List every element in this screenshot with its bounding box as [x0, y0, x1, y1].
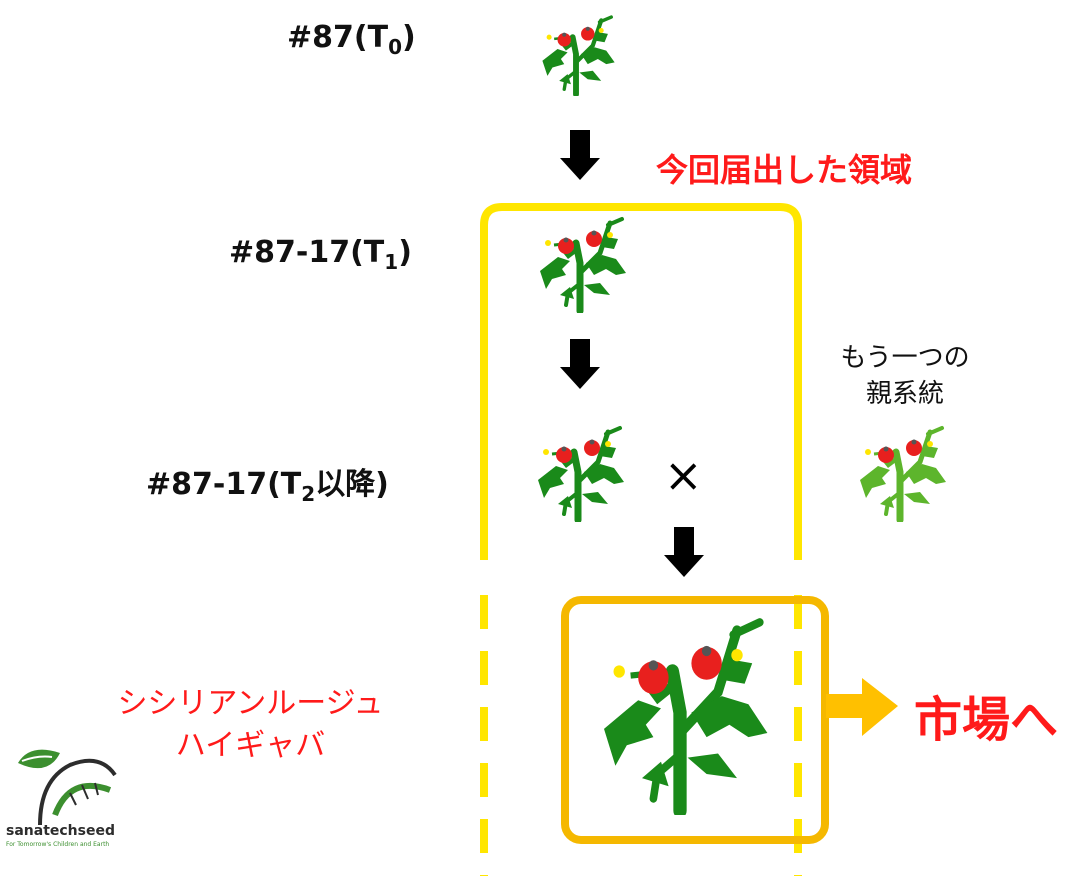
variety-box: [561, 596, 829, 844]
variety-name: シシリアンルージュ ハイギャバ: [117, 686, 384, 763]
logo-tagline: For Tomorrow's Children and Earth: [6, 841, 110, 848]
tomato-plant-icon: [850, 422, 950, 522]
down-arrow-icon: [560, 125, 600, 185]
generation-label-t2: #87-17(T2以降): [146, 467, 389, 506]
logo: sanatechseed For Tomorrow's Children and…: [0, 735, 140, 870]
tomato-plant-icon: [530, 12, 622, 96]
region-border: [480, 203, 802, 876]
other-parent-label: もう一つの 親系統: [840, 343, 970, 409]
region-label: 今回届出した領域: [656, 151, 913, 189]
market-label: 市場へ: [914, 692, 1059, 748]
generation-label-t1: #87-17(T1): [229, 235, 412, 274]
logo-icon: [18, 749, 117, 826]
cross-symbol: ×: [664, 448, 703, 502]
generation-label-t0: #87(T0): [287, 20, 416, 59]
right-arrow-icon: [826, 678, 898, 736]
logo-text: sanatechseed: [6, 823, 115, 839]
